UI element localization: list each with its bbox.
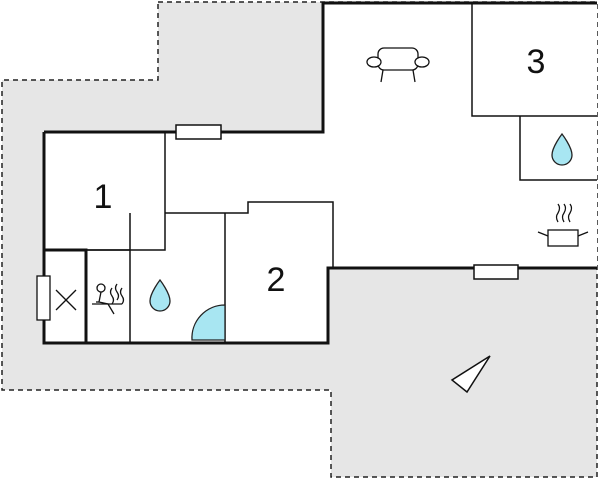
water-drop-icon <box>149 278 171 312</box>
water-drop-icon <box>551 132 573 166</box>
cooking-pot-icon <box>537 203 589 247</box>
room-label-2: 2 <box>267 261 286 299</box>
room-label-3: 3 <box>527 43 546 81</box>
window-right <box>473 264 519 280</box>
thick-walls <box>44 248 88 343</box>
room-label-1: 1 <box>94 178 113 216</box>
window-top <box>175 124 222 140</box>
north-arrow-icon <box>450 355 491 394</box>
sofa-icon <box>366 47 430 83</box>
sauna-icon <box>92 283 125 315</box>
house-interior <box>44 3 597 343</box>
windows <box>175 124 519 280</box>
fireplace-icon <box>36 275 77 321</box>
shower-quarter-circle-icon <box>191 304 226 341</box>
